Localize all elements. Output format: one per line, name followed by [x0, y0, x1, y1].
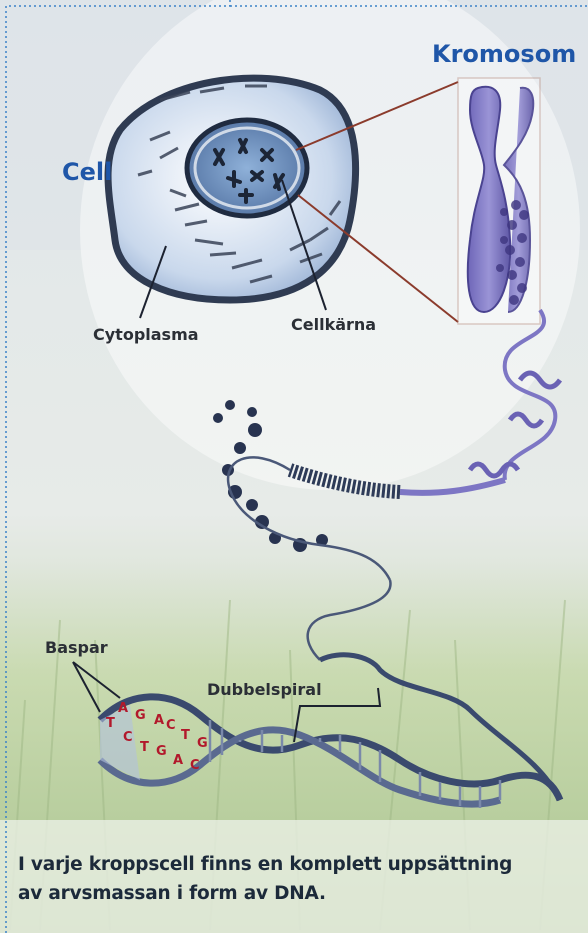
base-letter: G — [156, 744, 167, 759]
base-letter: T — [181, 728, 190, 743]
base-letter: T — [106, 716, 115, 731]
base-pairs-label: Baspar — [45, 638, 108, 657]
nucleus-label: Cellkärna — [291, 315, 376, 334]
caption-line: I varje kroppscell finns en komplett upp… — [18, 850, 578, 879]
base-letter: C — [190, 758, 200, 773]
double-helix-label: Dubbelspiral — [207, 680, 322, 699]
base-letter: A — [118, 701, 128, 716]
base-letter: A — [173, 753, 183, 768]
caption-line: av arvsmassan i form av DNA. — [18, 879, 578, 908]
base-letter: T — [140, 740, 149, 755]
base-letter: G — [135, 708, 146, 723]
base-letter: C — [123, 730, 133, 745]
caption: I varje kroppscell finns en komplett upp… — [18, 850, 578, 908]
cell-label: Cell — [62, 158, 112, 186]
base-letter: G — [197, 736, 208, 751]
base-letter: C — [166, 718, 176, 733]
cytoplasm-label: Cytoplasma — [93, 325, 199, 344]
base-letter: A — [154, 713, 164, 728]
cell-illustration — [108, 78, 356, 300]
chromosome-label: Kromosom — [432, 40, 576, 68]
